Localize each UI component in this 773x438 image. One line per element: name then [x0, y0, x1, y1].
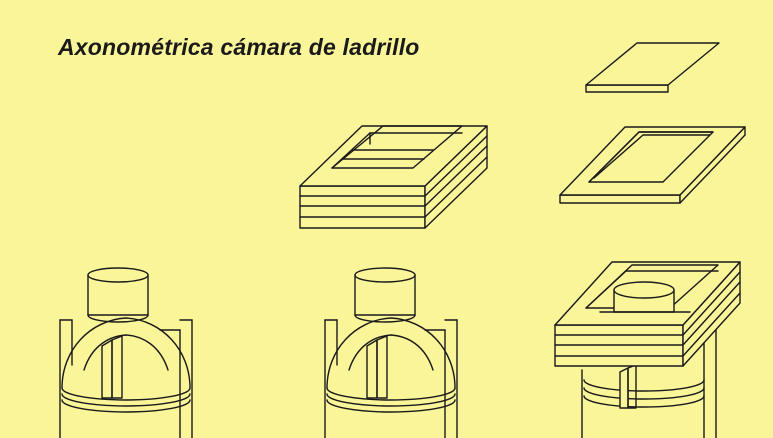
chamber-assembled — [555, 262, 740, 438]
lid-slab — [586, 43, 719, 92]
page-title: Axonométrica cámara de ladrillo — [58, 34, 420, 60]
chamber-base-middle — [325, 268, 457, 438]
chamber-base-left — [60, 268, 192, 438]
stacked-brick-frame — [300, 126, 487, 228]
ring-frame — [560, 127, 745, 203]
